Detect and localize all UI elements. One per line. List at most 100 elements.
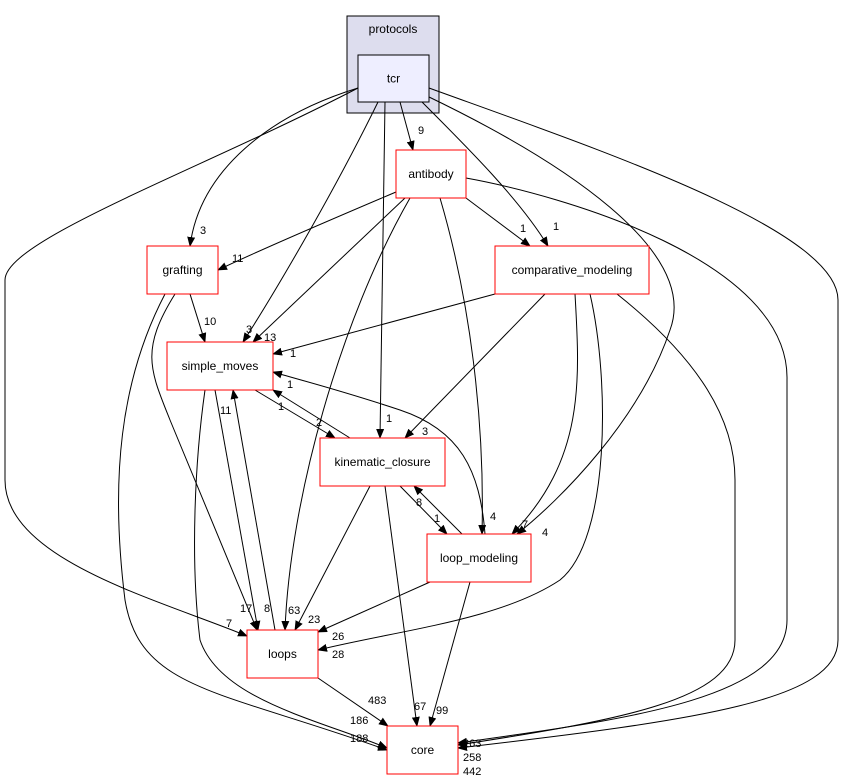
edge-tcr-to-core[interactable]: 442: [428, 87, 839, 778]
edge-antibody-to-grafting[interactable]: 11: [217, 191, 397, 271]
edge-tcr-to-loop_modeling[interactable]: 4: [426, 95, 675, 539]
edge-line: [439, 197, 487, 535]
edge-tcr-to-kinematic_closure[interactable]: 1: [376, 101, 392, 439]
edge-line: [4, 87, 359, 637]
edge-line: [511, 293, 579, 535]
edge-kinematic_closure-to-loop_modeling[interactable]: 1: [399, 485, 448, 535]
edge-simple_moves-to-kinematic_closure[interactable]: 2: [254, 389, 336, 439]
edge-count-label[interactable]: 3: [246, 324, 252, 336]
nodes: tcr antibody grafting comparative_modelings…: [146, 54, 650, 775]
node-antibody[interactable]: antibody: [395, 149, 467, 199]
edge-grafting-to-core[interactable]: 186: [118, 293, 388, 751]
edge-count-label[interactable]: 2: [316, 417, 322, 429]
edge-comparative_modeling-to-loop_modeling[interactable]: 7: [511, 293, 579, 535]
edge-tcr-to-antibody[interactable]: 9: [399, 101, 424, 151]
edge-count-label[interactable]: 442: [463, 766, 481, 778]
edge-count-label[interactable]: 11: [232, 253, 243, 265]
edge-count-label[interactable]: 17: [240, 603, 252, 615]
edge-tcr-to-comparative_modeling[interactable]: 1: [421, 101, 559, 247]
edge-loop_modeling-to-loops[interactable]: 26: [317, 581, 431, 643]
edge-count-label[interactable]: 9: [418, 125, 424, 137]
edge-line: [187, 87, 359, 247]
edge-loops-to-simple_moves[interactable]: 11: [220, 389, 276, 631]
node-grafting[interactable]: grafting: [146, 245, 219, 295]
edge-comparative_modeling-to-simple_moves[interactable]: 1: [272, 293, 496, 360]
edge-simple_moves-to-loops[interactable]: 8: [214, 389, 270, 631]
edge-line: [457, 177, 788, 746]
edge-count-label[interactable]: 483: [368, 695, 386, 707]
edge-line: [272, 370, 486, 535]
edge-count-label[interactable]: 99: [436, 705, 448, 717]
edge-grafting-to-loops[interactable]: 17: [151, 293, 258, 631]
edge-tcr-to-loops[interactable]: 7: [4, 87, 359, 637]
node-box: [246, 629, 319, 679]
edge-count-label[interactable]: 28: [332, 649, 344, 661]
edge-count-label[interactable]: 13: [264, 332, 276, 344]
edge-line: [428, 581, 471, 727]
edge-antibody-to-loop_modeling[interactable]: 4: [439, 197, 496, 535]
edge-count-label[interactable]: 67: [414, 701, 426, 713]
edge-count-label[interactable]: 1: [386, 413, 392, 425]
edge-line: [465, 197, 531, 247]
edge-count-label[interactable]: 3: [422, 426, 428, 438]
edge-kinematic_closure-to-simple_moves[interactable]: 1: [272, 389, 351, 439]
edge-count-label[interactable]: 23: [308, 614, 320, 626]
node-simple_moves[interactable]: simple_moves: [166, 341, 274, 391]
edge-count-label[interactable]: 1: [290, 348, 296, 360]
edge-count-label[interactable]: 1: [520, 223, 526, 235]
edge-count-label[interactable]: 3: [200, 225, 206, 237]
node-box: [357, 54, 430, 103]
cluster-label: protocols: [369, 22, 418, 36]
node-comparative_modeling[interactable]: comparative_modeling: [494, 245, 650, 295]
edge-line: [242, 101, 379, 343]
edge-line: [421, 101, 549, 247]
node-kinematic_closure[interactable]: kinematic_closure: [319, 437, 446, 487]
edge-count-label[interactable]: 7: [522, 519, 528, 531]
edge-count-label[interactable]: 188: [350, 733, 368, 745]
node-box: [386, 725, 459, 775]
edge-line: [399, 485, 448, 535]
edge-count-label[interactable]: 4: [542, 527, 548, 539]
edge-antibody-to-simple_moves[interactable]: 13: [252, 197, 406, 344]
edge-line: [272, 293, 496, 356]
edge-tcr-to-grafting[interactable]: 3: [187, 87, 359, 247]
edge-count-label[interactable]: 11: [220, 405, 231, 417]
edge-tcr-to-simple_moves[interactable]: 3: [242, 101, 379, 343]
edge-count-label[interactable]: 8: [264, 603, 270, 615]
edge-antibody-to-loops[interactable]: 63: [281, 197, 411, 631]
edge-count-label[interactable]: 1: [287, 379, 293, 391]
edge-count-label[interactable]: 26: [332, 631, 344, 643]
edge-count-label[interactable]: 10: [204, 316, 216, 328]
edge-count-label[interactable]: 258: [463, 752, 481, 764]
edge-loops-to-core[interactable]: 483: [317, 677, 389, 727]
edge-comparative_modeling-to-loops[interactable]: 28: [317, 293, 603, 661]
edge-kinematic_closure-to-core[interactable]: 67: [384, 485, 426, 727]
edge-line: [118, 293, 388, 751]
edge-count-label[interactable]: 1: [278, 401, 284, 413]
node-loop_modeling[interactable]: loop_modeling: [426, 533, 532, 583]
edge-kinematic_closure-to-loops[interactable]: 23: [294, 485, 371, 631]
edge-simple_moves-to-core[interactable]: 188: [194, 389, 388, 749]
edge-count-label[interactable]: 8: [416, 497, 422, 509]
edge-antibody-to-core[interactable]: 258: [457, 177, 788, 764]
edge-comparative_modeling-to-core[interactable]: 263: [457, 293, 736, 750]
edge-loop_modeling-to-kinematic_closure[interactable]: 8: [413, 485, 463, 535]
node-box: [319, 437, 446, 487]
edge-count-label[interactable]: 1: [434, 513, 440, 525]
edge-count-label[interactable]: 1: [553, 221, 559, 233]
edge-grafting-to-simple_moves[interactable]: 10: [189, 293, 216, 343]
edge-loop_modeling-to-simple_moves[interactable]: 1: [272, 370, 486, 535]
node-tcr[interactable]: tcr: [357, 54, 430, 103]
edge-count-label[interactable]: 186: [350, 715, 368, 727]
edge-antibody-to-comparative_modeling[interactable]: 1: [465, 197, 531, 247]
node-box: [494, 245, 650, 295]
edge-count-label[interactable]: 63: [288, 605, 300, 617]
edge-comparative_modeling-to-kinematic_closure[interactable]: 3: [404, 293, 546, 439]
node-loops[interactable]: loops: [246, 629, 319, 679]
edge-count-label[interactable]: 263: [463, 738, 481, 750]
edge-loop_modeling-to-core[interactable]: 99: [428, 581, 471, 727]
edge-count-label[interactable]: 4: [490, 511, 496, 523]
edge-count-label[interactable]: 7: [226, 618, 232, 630]
node-core[interactable]: core: [386, 725, 459, 775]
